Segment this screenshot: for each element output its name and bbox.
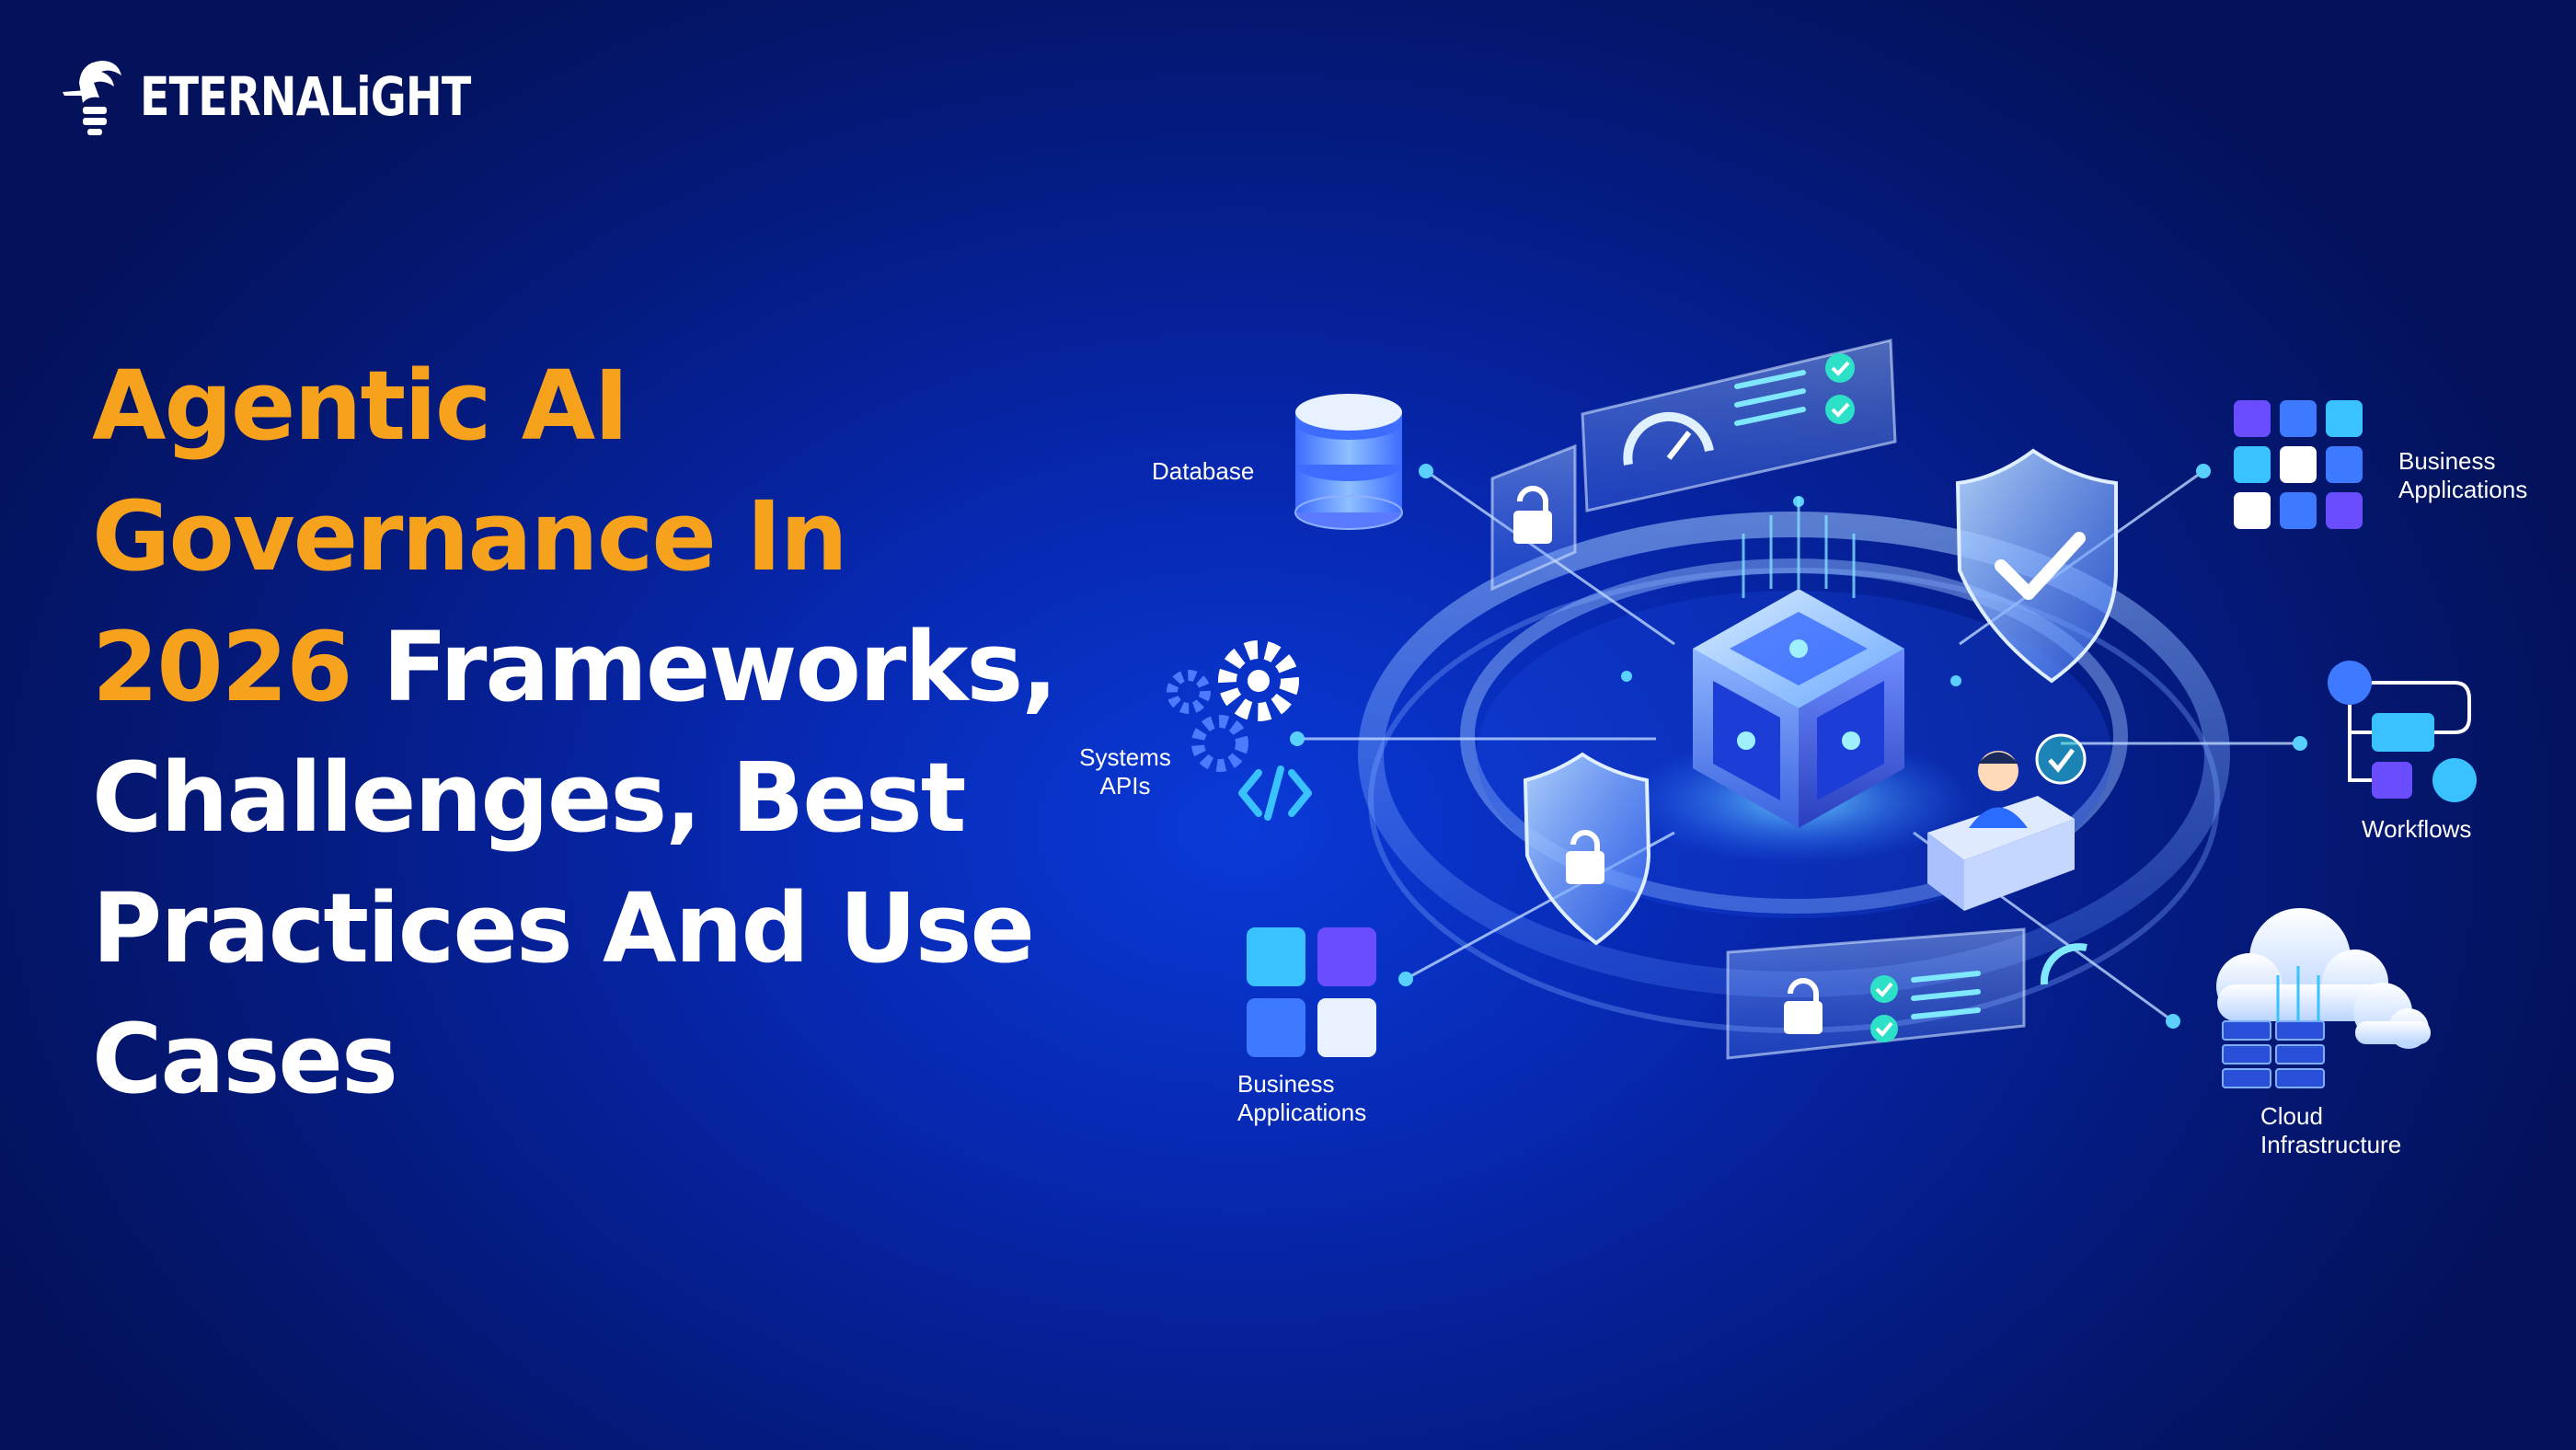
- logo-bulb-icon: [63, 61, 121, 135]
- code-icon: [1238, 765, 1312, 821]
- label-line: Cloud: [2260, 1102, 2323, 1130]
- checkmark-icon: [1825, 353, 1855, 383]
- label-line: APIs: [1099, 772, 1151, 800]
- lock-panel-bottom: [1726, 927, 2087, 1060]
- label-cloud-infrastructure: Cloud Infrastructure: [2260, 1102, 2401, 1159]
- shield-lock-icon: [1523, 752, 1651, 946]
- lock-panel-top: [1490, 443, 1577, 592]
- label-line: Applications: [1237, 1099, 1367, 1126]
- lock-icon: [1513, 486, 1552, 544]
- core-cube: [1693, 589, 1904, 828]
- label-business-applications-top: Business Applications: [2398, 447, 2527, 504]
- page-title: Agentic AI Governance In 2026 Frameworks…: [92, 340, 1104, 1124]
- brand-logo[interactable]: ETERNALiGHT: [61, 55, 543, 138]
- lock-icon: [1784, 978, 1823, 1034]
- label-line: Business: [2398, 447, 2496, 475]
- brand-name: ETERNALiGHT: [140, 65, 471, 128]
- label-business-applications-bottom: Business Applications: [1237, 1070, 1366, 1127]
- label-line: Systems: [1079, 743, 1171, 771]
- label-database: Database: [1152, 457, 1255, 485]
- label-line: Infrastructure: [2260, 1131, 2402, 1158]
- person-icon: [1927, 733, 2087, 911]
- label-workflows: Workflows: [2362, 815, 2472, 843]
- connector-dots: [1290, 464, 2307, 1029]
- label-systems-apis: Systems APIs: [1079, 743, 1171, 800]
- grid-apps-icon-bottom: [1247, 927, 1376, 1057]
- title-rest: Frameworks, Challenges, Best Practices A…: [92, 611, 1058, 1115]
- title-highlight: Agentic AI Governance In 2026: [92, 350, 848, 723]
- database-icon: [1294, 394, 1403, 530]
- workflow-icon: [2328, 661, 2477, 802]
- gauge-panel: [1581, 339, 1897, 512]
- server-icon: [2222, 1020, 2325, 1088]
- shield-check-icon: [1955, 448, 2118, 684]
- cloud-icon: [2216, 908, 2431, 1049]
- label-line: Applications: [2398, 476, 2528, 503]
- gear-icon: [1167, 640, 1299, 772]
- label-line: Business: [1237, 1070, 1335, 1098]
- gauge-icon: [1623, 411, 1714, 466]
- grid-apps-icon-top: [2234, 400, 2363, 529]
